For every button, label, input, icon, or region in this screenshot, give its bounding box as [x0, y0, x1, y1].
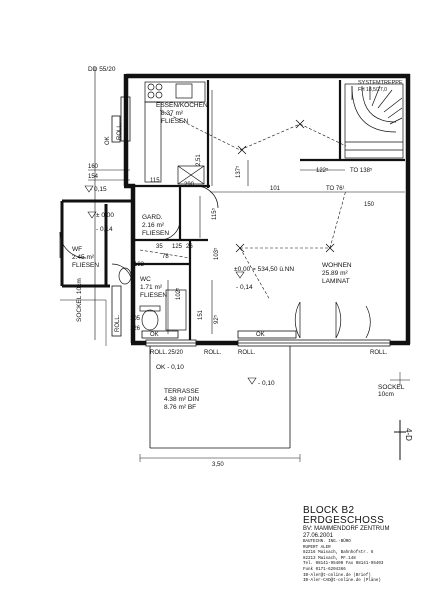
room-gard-name: GARD.: [142, 214, 163, 221]
room-wc-area: 1.71 m²: [140, 284, 163, 291]
room-wohnen-area: 25.89 m²: [322, 270, 348, 277]
room-essen-name: ESSEN/KOCHEN: [156, 102, 208, 109]
level-outside-left: - 0,15: [90, 186, 107, 193]
stair: [344, 83, 404, 159]
room-wf-floor: FLIESEN: [72, 262, 100, 269]
ceiling-points: [235, 119, 335, 253]
window-label-roll-kitchen: ROLL.: [117, 122, 123, 140]
title-office: BAUTECHN. ING.-BÜRO: [303, 540, 351, 544]
dim-1375: 137⁵: [236, 165, 242, 179]
dim-1225: 122⁵: [316, 168, 329, 174]
terrace-outline: [139, 346, 301, 462]
room-essen-floor: FLIESEN: [161, 118, 189, 125]
dim-151: 151: [198, 309, 204, 320]
wf-annex-walls: [60, 199, 133, 288]
kitchen-fixtures: [144, 81, 206, 185]
dim-126: 126: [130, 326, 141, 332]
title-city: 82213 Maisach, PF.148: [303, 556, 356, 561]
window-label-ok-kitchen: OK: [105, 136, 111, 145]
north-arrow: [394, 420, 406, 460]
dim-25-20: 25/20: [168, 350, 184, 356]
room-wc-name: WC: [140, 276, 151, 283]
room-wohnen-floor: LAMINAT: [322, 278, 350, 285]
dim-251: 2,51: [196, 154, 202, 166]
dim-290: 290: [184, 182, 195, 188]
dimension-lines: [88, 67, 405, 340]
level-ok: OK - 0,10: [156, 364, 184, 371]
dim-1155: 115⁵: [212, 207, 218, 220]
door-swings: [59, 185, 371, 339]
window-label-ok-wc: OK: [150, 332, 159, 338]
title-floor: ERDGESCHOSS: [303, 515, 385, 526]
room-gard-floor: FLIESEN: [142, 230, 170, 237]
dim-35: 35: [156, 244, 163, 250]
dim-132: 132: [134, 262, 145, 268]
dim-761: TO 76¹: [326, 186, 345, 192]
window-label-roll-wf: ROLL.: [115, 314, 121, 332]
window-label-roll-mid: ROLL.: [204, 350, 222, 356]
dim-125: 125: [172, 244, 183, 250]
level-main: ±0,00 = 534,50 ü.NN: [234, 266, 295, 273]
installation-lines: [139, 109, 347, 301]
room-wc-floor: FLIESEN: [140, 292, 168, 299]
sheet-mark: DD 55/20: [88, 66, 116, 73]
dim-1385: TO 138⁵: [350, 168, 373, 174]
title-project: BLOCK B2: [303, 505, 355, 516]
dim-105: 105: [130, 316, 141, 322]
terrace-area-din: 4.38 m² DIN: [164, 396, 200, 403]
dim-925: 92⁵: [214, 314, 220, 324]
title-date: 27.06.2001: [303, 533, 334, 539]
stair-sub-label: FH 18,5/27,0: [358, 87, 387, 93]
level-markers: [84, 185, 257, 385]
dim-160: 160: [88, 164, 99, 170]
stair-label: SYSTEMTREPPE: [358, 80, 403, 86]
dim-26: 26: [186, 244, 193, 250]
title-by: BV: MAMMENDORF ZENTRUM: [303, 526, 390, 532]
window-label-roll-right: ROLL.: [370, 350, 388, 356]
dim-78: 78: [162, 254, 169, 260]
room-wohnen-name: WOHNEN: [322, 262, 352, 269]
title-street: 82216 Maisach, Bahnhofstr. 6: [303, 551, 374, 556]
dim-150: 150: [364, 202, 375, 208]
window-label-roll-living: ROLL.: [238, 350, 256, 356]
terrace-area-bf: 8.76 m² BF: [164, 404, 197, 411]
window-label-roll-wc: ROLL.: [150, 350, 168, 356]
bottom-windows: [141, 330, 391, 347]
title-email-letter: IB-Aler@t-online.de (Brief): [303, 573, 371, 578]
sockel-right: SOCKEL 10cm: [378, 384, 405, 398]
terrace-name: TERRASSE: [164, 388, 200, 395]
room-essen-area: 8.37 m²: [161, 110, 184, 117]
room-gard-area: 2.16 m²: [142, 222, 165, 229]
title-phone: Tel. 08141-95400 Fax 08141-95403: [303, 562, 384, 567]
dim-101: 101: [270, 186, 281, 192]
wc-fixtures: [118, 267, 187, 331]
dim-1035: 103⁵: [214, 247, 220, 261]
dim-154: 154: [88, 174, 99, 180]
north-mark: 4-D: [404, 428, 413, 441]
left-windows: [111, 96, 131, 337]
window-label-ok-living: OK: [256, 332, 265, 338]
outer-walls: [123, 73, 411, 346]
title-name: RUPERT ALER: [303, 545, 331, 550]
room-wf-area: 2.45 m²: [72, 254, 95, 261]
dim-115: 115: [150, 178, 160, 184]
level-main-relative: - 0,14: [236, 284, 253, 291]
dim-350: 3,50: [212, 462, 224, 468]
level-terrace: - 0,10: [258, 380, 275, 387]
title-block: BLOCK B2 ERDGESCHOSS BV: MAMMENDORF ZENT…: [303, 506, 421, 585]
room-wf-name: WF: [72, 246, 83, 253]
dim-1025: 102⁵: [176, 287, 182, 301]
outside-paving: [60, 299, 410, 386]
sockel-left: SOCKEL 10cm: [76, 278, 83, 322]
title-mobile: Funk 0171-6204366: [303, 567, 346, 572]
title-email-plans: IB-Aler-CAD@t-online.de (Pläne): [303, 579, 381, 584]
level-entrance-relative: - 0,14: [96, 226, 113, 233]
level-entrance: ± 0,00: [96, 212, 115, 219]
